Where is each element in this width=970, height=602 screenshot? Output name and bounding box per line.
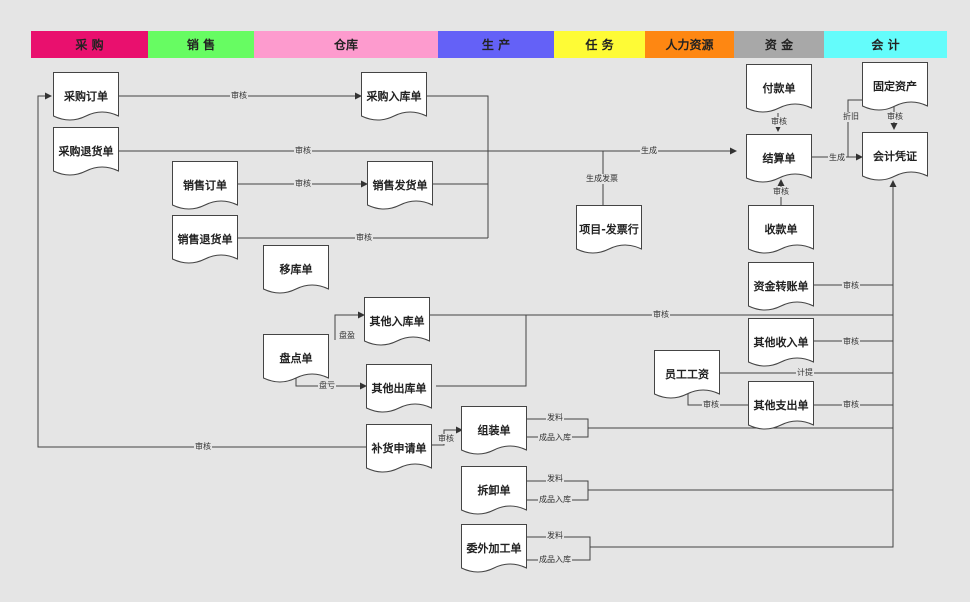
node-label: 采购订单 <box>64 90 108 103</box>
edge-label-shenhe: 审核 <box>294 179 312 189</box>
node-disassembly[interactable]: 拆卸单 <box>461 466 527 520</box>
header-sales: 销 售 <box>148 31 254 58</box>
node-purchase-order[interactable]: 采购订单 <box>53 72 119 126</box>
edge-label-shenhe: 审核 <box>194 442 212 452</box>
node-fund-transfer[interactable]: 资金转账单 <box>748 262 814 316</box>
node-other-in[interactable]: 其他入库单 <box>364 297 430 351</box>
edge-yuangong-qtzhi <box>687 391 748 406</box>
edge-label-shenhe: 审核 <box>702 400 720 410</box>
edge-label-shenhe: 审核 <box>294 146 312 156</box>
node-other-expense[interactable]: 其他支出单 <box>748 381 814 435</box>
node-label: 付款单 <box>762 82 796 95</box>
node-fixed-asset[interactable]: 固定资产 <box>862 62 928 116</box>
edge-qtout <box>436 315 527 387</box>
node-settlement[interactable]: 结算单 <box>746 134 812 188</box>
edge-label-shenhe: 审核 <box>842 337 860 347</box>
node-label: 盘点单 <box>279 352 313 365</box>
edge-pandian-panying <box>334 311 365 340</box>
edge-label-shenhe: 审核 <box>355 233 373 243</box>
node-sales-return[interactable]: 销售退货单 <box>172 215 238 269</box>
node-purchase-in[interactable]: 采购入库单 <box>361 72 427 126</box>
edge-label-chengpin: 成品入库 <box>538 555 572 565</box>
node-stocktake[interactable]: 盘点单 <box>263 334 329 388</box>
node-voucher[interactable]: 会计凭证 <box>862 132 928 186</box>
node-sales-order[interactable]: 销售订单 <box>172 161 238 215</box>
edge-label-shenhe: 审核 <box>842 281 860 291</box>
node-label: 项目-发票行 <box>579 223 639 236</box>
edge-label-shengcheng: 生成 <box>640 146 658 156</box>
edge-label-chengpin: 成品入库 <box>538 433 572 443</box>
edge-label-shenhe: 审核 <box>770 117 788 127</box>
edge-cgin-bracket <box>427 95 489 238</box>
edge-label-shengcheng-fapiao: 生成发票 <box>585 174 619 184</box>
edge-label-shenhe: 审核 <box>772 187 790 197</box>
header-purchase: 采 购 <box>31 31 148 58</box>
node-assembly[interactable]: 组装单 <box>461 406 527 460</box>
edge-label-zhejiu: 折旧 <box>842 112 860 122</box>
node-label: 拆卸单 <box>477 484 511 497</box>
header-task: 任 务 <box>554 31 645 58</box>
edge-label-shengcheng: 生成 <box>828 153 846 163</box>
edge-chaixie-out <box>588 428 894 491</box>
edge-label-chengpin: 成品入库 <box>538 495 572 505</box>
node-receipt[interactable]: 收款单 <box>748 205 814 259</box>
node-payment[interactable]: 付款单 <box>746 64 812 118</box>
edge-label-faliao: 发料 <box>546 474 564 484</box>
node-label: 组装单 <box>477 424 511 437</box>
node-label: 移库单 <box>279 263 313 276</box>
node-salary[interactable]: 员工工资 <box>654 350 720 404</box>
edge-label-shenhe: 审核 <box>652 310 670 320</box>
node-transfer[interactable]: 移库单 <box>263 245 329 299</box>
node-other-income[interactable]: 其他收入单 <box>748 318 814 372</box>
edge-label-panying: 盘盈 <box>338 331 356 341</box>
header-warehouse: 仓库 <box>254 31 438 58</box>
node-label: 固定资产 <box>873 80 917 93</box>
node-label: 收款单 <box>764 223 798 236</box>
node-label: 销售订单 <box>183 179 227 192</box>
edge-label-shenhe: 审核 <box>842 400 860 410</box>
node-sales-out[interactable]: 销售发货单 <box>367 161 433 215</box>
node-label: 销售退货单 <box>177 233 233 246</box>
node-label: 其他入库单 <box>369 315 425 328</box>
node-label: 其他出库单 <box>371 382 427 395</box>
node-label: 结算单 <box>762 152 796 165</box>
node-label: 资金转账单 <box>753 280 809 293</box>
edge-zhejiu <box>847 99 862 157</box>
header-production: 生 产 <box>438 31 554 58</box>
node-label: 采购退货单 <box>58 145 114 158</box>
header-funds: 资 金 <box>734 31 824 58</box>
node-label: 会计凭证 <box>873 150 917 163</box>
edge-label-shenhe: 审核 <box>437 434 455 444</box>
edge-label-faliao: 发料 <box>546 531 564 541</box>
node-label: 员工工资 <box>665 368 709 381</box>
header-hr: 人力资源 <box>645 31 734 58</box>
edge-label-shenhe: 审核 <box>886 112 904 122</box>
node-replenish[interactable]: 补货申请单 <box>366 424 432 478</box>
edge-label-pankui: 盘亏 <box>318 381 336 391</box>
node-invoice-line[interactable]: 项目-发票行 <box>576 205 642 259</box>
node-outsourcing[interactable]: 委外加工单 <box>461 524 527 578</box>
node-label: 采购入库单 <box>366 90 422 103</box>
node-label: 其他收入单 <box>753 336 809 349</box>
edge-label-shenhe: 审核 <box>230 91 248 101</box>
node-label: 其他支出单 <box>753 399 809 412</box>
edge-weiwai-out <box>590 490 894 548</box>
node-label: 销售发货单 <box>372 179 428 192</box>
header-accounting: 会 计 <box>824 31 947 58</box>
node-label: 补货申请单 <box>371 442 427 455</box>
node-purchase-return[interactable]: 采购退货单 <box>53 127 119 181</box>
edge-label-faliao: 发料 <box>546 413 564 423</box>
node-other-out[interactable]: 其他出库单 <box>366 364 432 418</box>
edge-label-jiti: 计提 <box>796 368 814 378</box>
node-label: 委外加工单 <box>466 542 522 555</box>
